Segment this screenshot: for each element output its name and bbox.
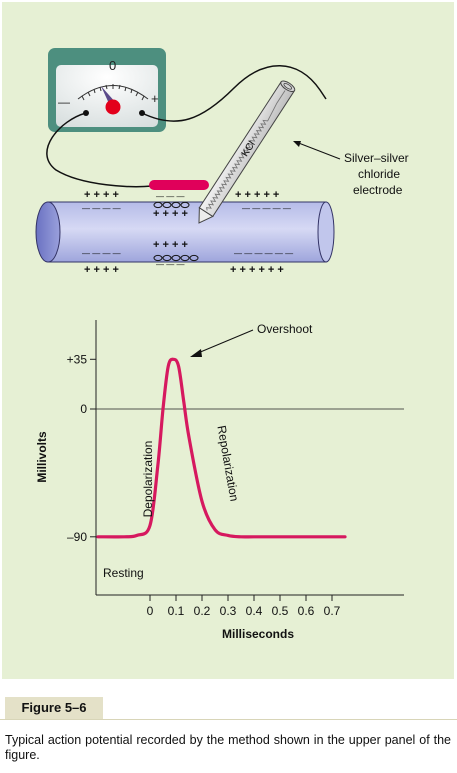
overshoot-arrow-line — [197, 329, 254, 354]
membrane-channels-top — [153, 201, 190, 209]
charges-bottom-right-outer: + + + + + + — [230, 264, 284, 276]
meter-zero-label: 0 — [109, 58, 116, 73]
y-axis-label: Millivolts — [35, 431, 49, 483]
electrode-wire — [206, 90, 286, 211]
wire-left — [46, 112, 153, 188]
nerve-fiber: + + + + + + + + + — — — — — — — — — — — … — [35, 189, 335, 276]
x-tick-label: 0.5 — [272, 604, 289, 618]
x-tick-label: 0.1 — [168, 604, 185, 618]
surface-electrode — [149, 180, 209, 190]
electrode-callout-arrowhead — [293, 141, 301, 147]
nerve-right-end — [317, 201, 335, 263]
x-ticks: 0 0.1 0.2 0.3 0.4 0.5 0.6 0.7 — [147, 595, 341, 618]
electrode-label-line-2: chloride — [358, 167, 400, 181]
charges-active-bottom-inner: + + + + — [153, 239, 188, 251]
wire-right — [141, 65, 327, 122]
figure-panel: 0 — + + + + + + + + + + — — — — — — — — … — [2, 2, 454, 679]
y-tick-label: –90 — [67, 530, 87, 544]
meter-scale-ticks — [81, 84, 145, 101]
kcl-microelectrode: KCl — [198, 80, 296, 224]
electrode-callout-line — [295, 141, 341, 160]
meter-pivot — [105, 99, 121, 115]
y-tick-label: 0 — [80, 402, 87, 416]
figure-caption: Typical action potential recorded by the… — [5, 733, 451, 762]
x-tick-label: 0 — [147, 604, 154, 618]
electrode-label-line-3: electrode — [353, 183, 403, 197]
figure-divider — [0, 719, 457, 720]
charges-top-left-outer: + + + + — [84, 189, 119, 201]
electrode-label-line-1: Silver–silver — [344, 151, 409, 165]
x-tick-label: 0.2 — [194, 604, 211, 618]
charges-bottom-left-inner: — — — — — [82, 249, 121, 258]
x-tick-label: 0.7 — [324, 604, 341, 618]
nerve-left-end — [35, 201, 61, 263]
membrane-channels-bottom — [153, 254, 199, 262]
x-tick-label: 0.6 — [298, 604, 315, 618]
electrode-end-rim — [283, 83, 293, 90]
charges-top-right-inner: — — — — — — [242, 204, 291, 213]
charges-bottom-right-inner: — — — — — — — [234, 249, 293, 258]
nerve-body — [47, 201, 327, 263]
charges-active-top-inner: + + + + — [153, 208, 188, 220]
charges-bottom-left-outer: + + + + — [84, 264, 119, 276]
action-potential-trace — [96, 357, 347, 539]
meter-plus-label: + — [151, 91, 159, 106]
x-tick-label: 0.4 — [246, 604, 263, 618]
charges-active-top-outer: — — — — [156, 192, 184, 201]
x-axis-label: Milliseconds — [222, 627, 294, 641]
charges-top-right-outer: + + + + + — [235, 189, 279, 201]
y-ticks: +35 0 –90 — [67, 352, 96, 544]
charges-active-bottom-outer: — — — — [156, 260, 184, 269]
x-tick-label: 0.3 — [220, 604, 237, 618]
figure-diagram: 0 — + + + + + + + + + + — — — — — — — — … — [2, 2, 454, 679]
overshoot-arrowhead — [190, 349, 202, 357]
voltmeter: 0 — + — [48, 48, 166, 132]
annotation-resting: Resting — [103, 566, 144, 580]
meter-minus-label: — — [58, 95, 70, 109]
annotation-depolarization: Depolarization — [141, 441, 155, 518]
y-tick-label: +35 — [67, 352, 88, 366]
annotation-overshoot: Overshoot — [257, 322, 313, 336]
figure-label: Figure 5–6 — [5, 697, 103, 719]
charges-top-left-inner: — — — — — [82, 204, 121, 213]
